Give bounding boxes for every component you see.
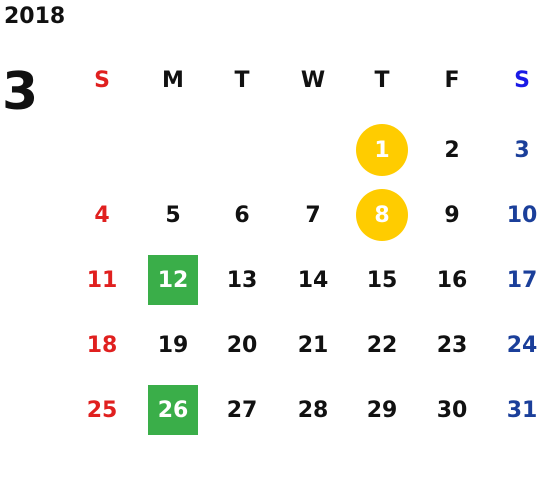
day-cell[interactable]: 26 (143, 384, 203, 436)
day-cell[interactable]: 3 (492, 124, 548, 176)
day-number: 8 (356, 189, 408, 241)
day-number: 2 (444, 137, 460, 163)
day-number: 3 (514, 137, 530, 163)
day-cell[interactable]: 7 (283, 189, 343, 241)
day-cell[interactable]: 17 (492, 254, 548, 306)
day-cell[interactable]: 8 (352, 189, 412, 241)
day-number: 14 (297, 267, 329, 293)
weekday-header: S (94, 67, 110, 93)
day-cell[interactable]: 1 (352, 124, 412, 176)
day-cell[interactable]: 19 (143, 319, 203, 371)
weekday-header: T (234, 67, 250, 93)
day-cell[interactable]: 30 (422, 384, 482, 436)
day-number: 21 (297, 332, 329, 358)
day-cell[interactable]: 4 (72, 189, 132, 241)
day-number: 22 (366, 332, 398, 358)
day-number: 17 (506, 267, 538, 293)
day-number: 16 (436, 267, 468, 293)
day-number: 5 (165, 202, 181, 228)
weekday-header: W (300, 67, 326, 93)
day-number: 7 (305, 202, 321, 228)
day-cell[interactable]: 21 (283, 319, 343, 371)
day-number: 11 (86, 267, 118, 293)
month-label: 3 (2, 62, 39, 122)
day-number: 20 (226, 332, 258, 358)
day-cell[interactable]: 15 (352, 254, 412, 306)
day-cell[interactable]: 24 (492, 319, 548, 371)
day-number: 29 (366, 397, 398, 423)
weekday-header: T (374, 67, 390, 93)
day-cell[interactable]: 22 (352, 319, 412, 371)
day-number: 19 (157, 332, 189, 358)
day-cell[interactable]: 13 (212, 254, 272, 306)
day-number: 28 (297, 397, 329, 423)
day-number: 15 (366, 267, 398, 293)
day-cell[interactable]: 14 (283, 254, 343, 306)
day-cell[interactable]: 29 (352, 384, 412, 436)
day-cell[interactable]: 12 (143, 254, 203, 306)
day-cell[interactable]: 23 (422, 319, 482, 371)
day-cell[interactable]: 31 (492, 384, 548, 436)
day-number: 13 (226, 267, 258, 293)
day-number: 12 (148, 255, 198, 305)
year-label: 2018 (4, 4, 66, 29)
day-cell[interactable]: 5 (143, 189, 203, 241)
day-number: 9 (444, 202, 460, 228)
day-cell[interactable]: 9 (422, 189, 482, 241)
day-cell[interactable]: 18 (72, 319, 132, 371)
day-cell[interactable]: 25 (72, 384, 132, 436)
day-number: 26 (148, 385, 198, 435)
weekday-header: M (162, 67, 184, 93)
weekday-header: S (514, 67, 530, 93)
day-cell[interactable]: 27 (212, 384, 272, 436)
day-cell[interactable]: 2 (422, 124, 482, 176)
day-number: 30 (436, 397, 468, 423)
day-number: 10 (506, 202, 538, 228)
day-number: 1 (356, 124, 408, 176)
day-cell[interactable]: 10 (492, 189, 548, 241)
day-number: 31 (506, 397, 538, 423)
day-number: 24 (506, 332, 538, 358)
day-number: 4 (94, 202, 110, 228)
day-number: 23 (436, 332, 468, 358)
day-cell[interactable]: 16 (422, 254, 482, 306)
day-number: 27 (226, 397, 258, 423)
day-cell[interactable]: 28 (283, 384, 343, 436)
weekday-header: F (444, 67, 460, 93)
day-cell[interactable]: 11 (72, 254, 132, 306)
day-number: 25 (86, 397, 118, 423)
day-number: 18 (86, 332, 118, 358)
day-number: 6 (234, 202, 250, 228)
day-cell[interactable]: 6 (212, 189, 272, 241)
day-cell[interactable]: 20 (212, 319, 272, 371)
